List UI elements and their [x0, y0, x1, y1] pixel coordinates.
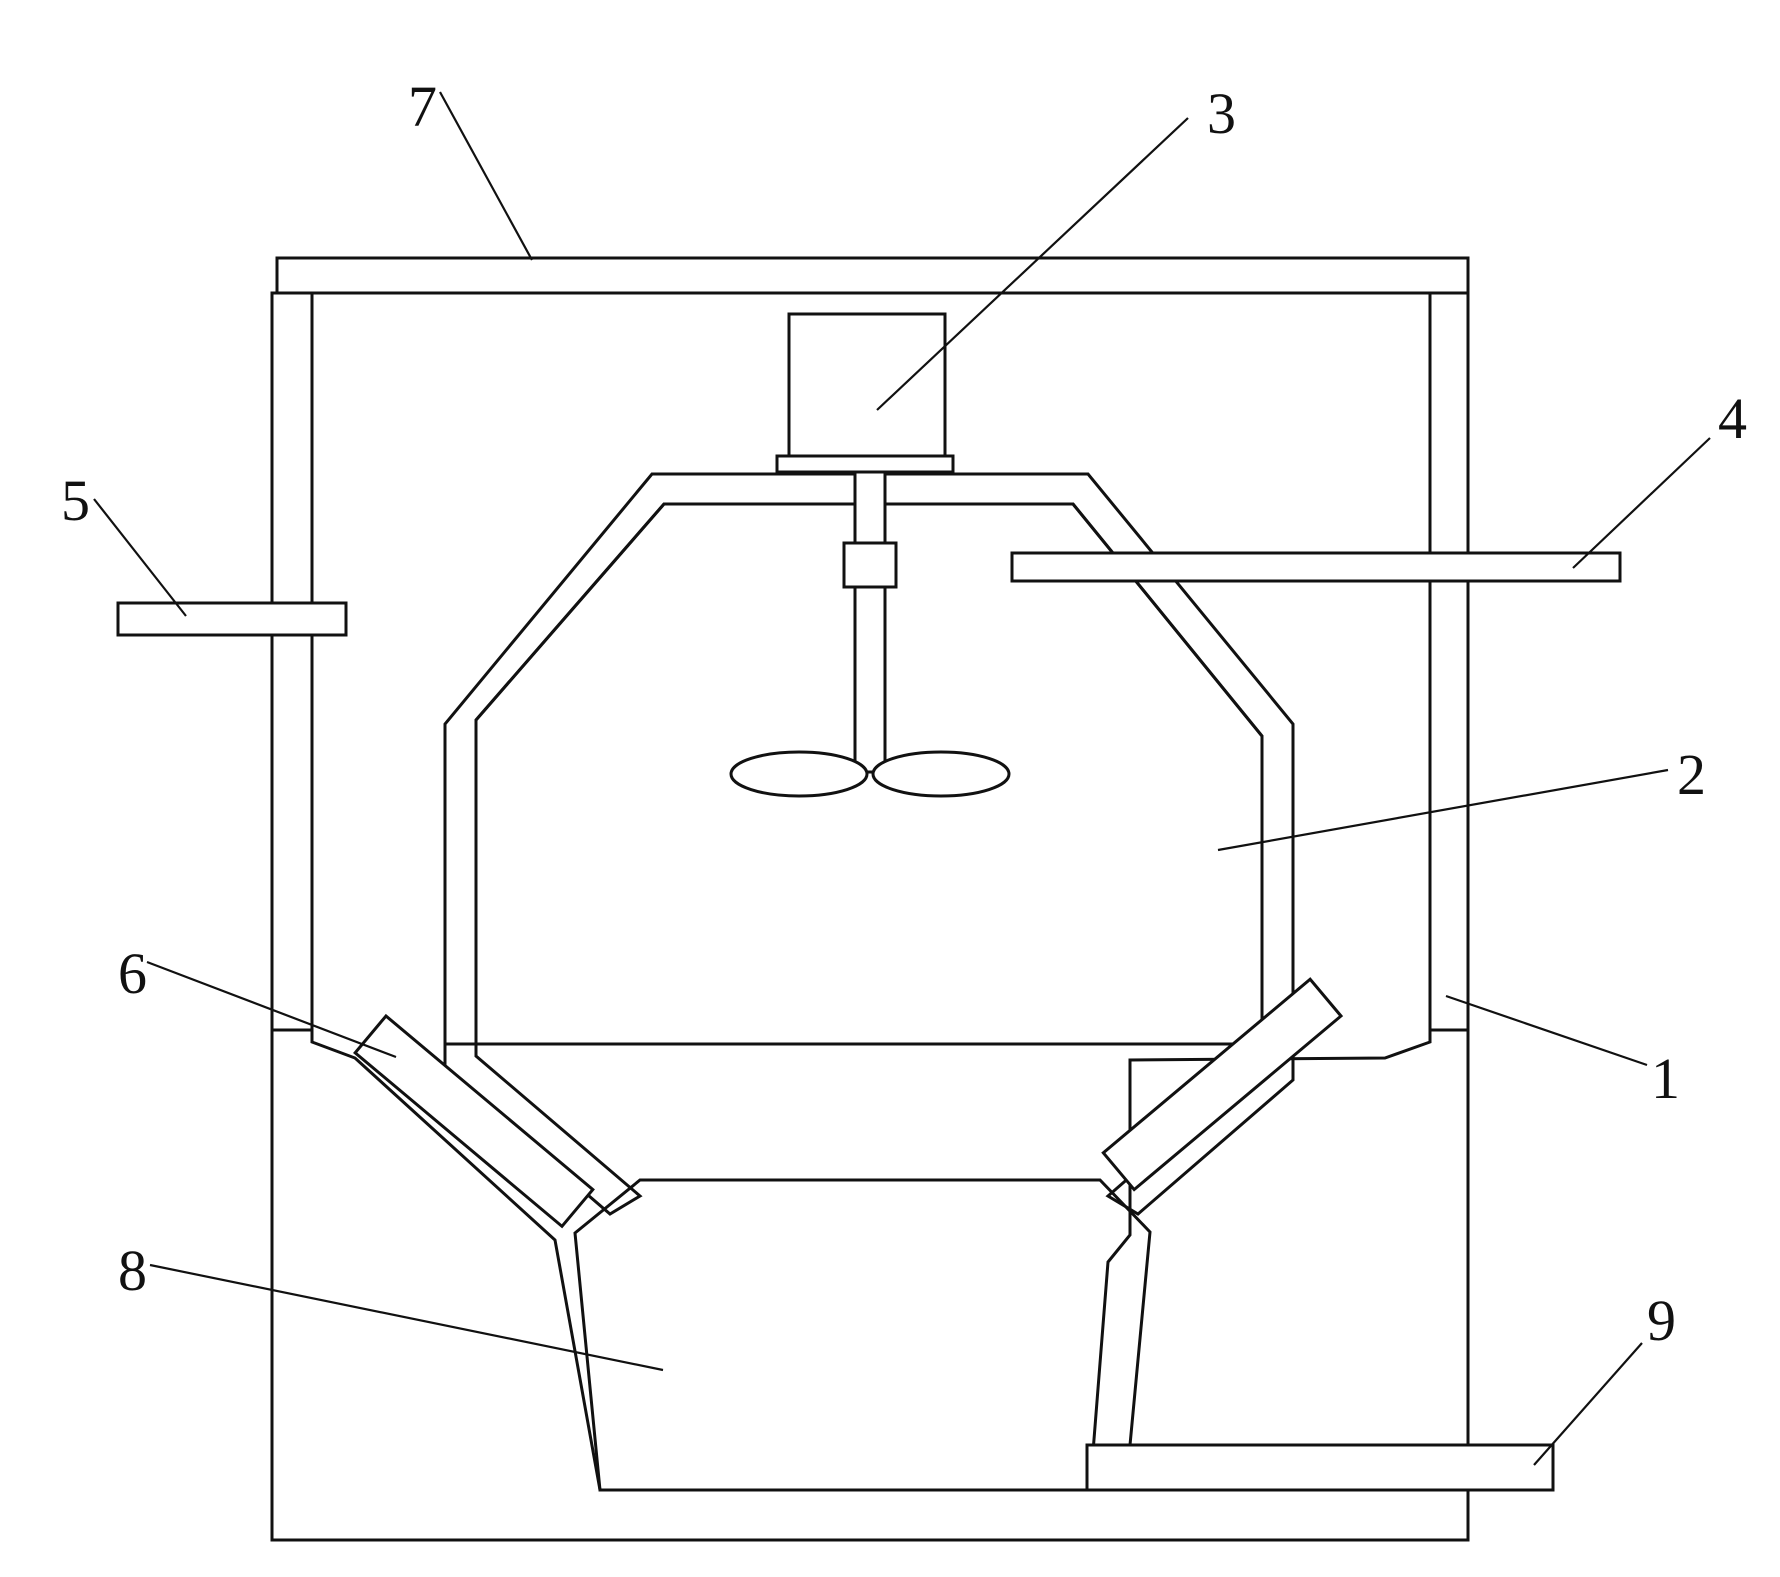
label-1: 1: [1651, 1046, 1680, 1111]
label-6: 6: [118, 941, 147, 1006]
pipe-5: [116, 601, 348, 637]
top-lid: [275, 256, 1470, 295]
leader-3: [876, 117, 1189, 411]
leader-6: [146, 960, 397, 1059]
bottom-chamber: [573, 1178, 1152, 1492]
base-block: [270, 1028, 1470, 1542]
label-5: 5: [61, 468, 90, 533]
leader-4: [1572, 437, 1711, 569]
leader-1: [1445, 994, 1648, 1067]
leader-8: [149, 1263, 664, 1372]
left-nozzle: [353, 1013, 595, 1229]
leader-9: [1533, 1342, 1643, 1466]
label-9: 9: [1647, 1288, 1676, 1353]
left-wall: [270, 291, 314, 1032]
label-4: 4: [1718, 386, 1747, 451]
right-wall: [1428, 291, 1470, 1032]
leader-5: [93, 498, 187, 617]
inner-vessel: [443, 472, 1295, 1216]
agitator-shaft: [853, 470, 887, 774]
leader-2: [1217, 768, 1669, 852]
label-7: 7: [408, 74, 437, 139]
impeller-blade-left: [729, 750, 869, 798]
leader-7: [439, 91, 533, 261]
inlet-pipe-4: [1010, 551, 1622, 583]
right-nozzle: [1101, 977, 1344, 1192]
label-3: 3: [1207, 81, 1236, 146]
outlet-pipe-9: [1085, 1443, 1555, 1492]
impeller-blade-right: [871, 750, 1011, 798]
label-8: 8: [118, 1238, 147, 1303]
motor: [787, 312, 947, 458]
shaft-coupling: [842, 541, 898, 589]
motor-flange: [775, 454, 955, 474]
label-2: 2: [1677, 742, 1706, 807]
